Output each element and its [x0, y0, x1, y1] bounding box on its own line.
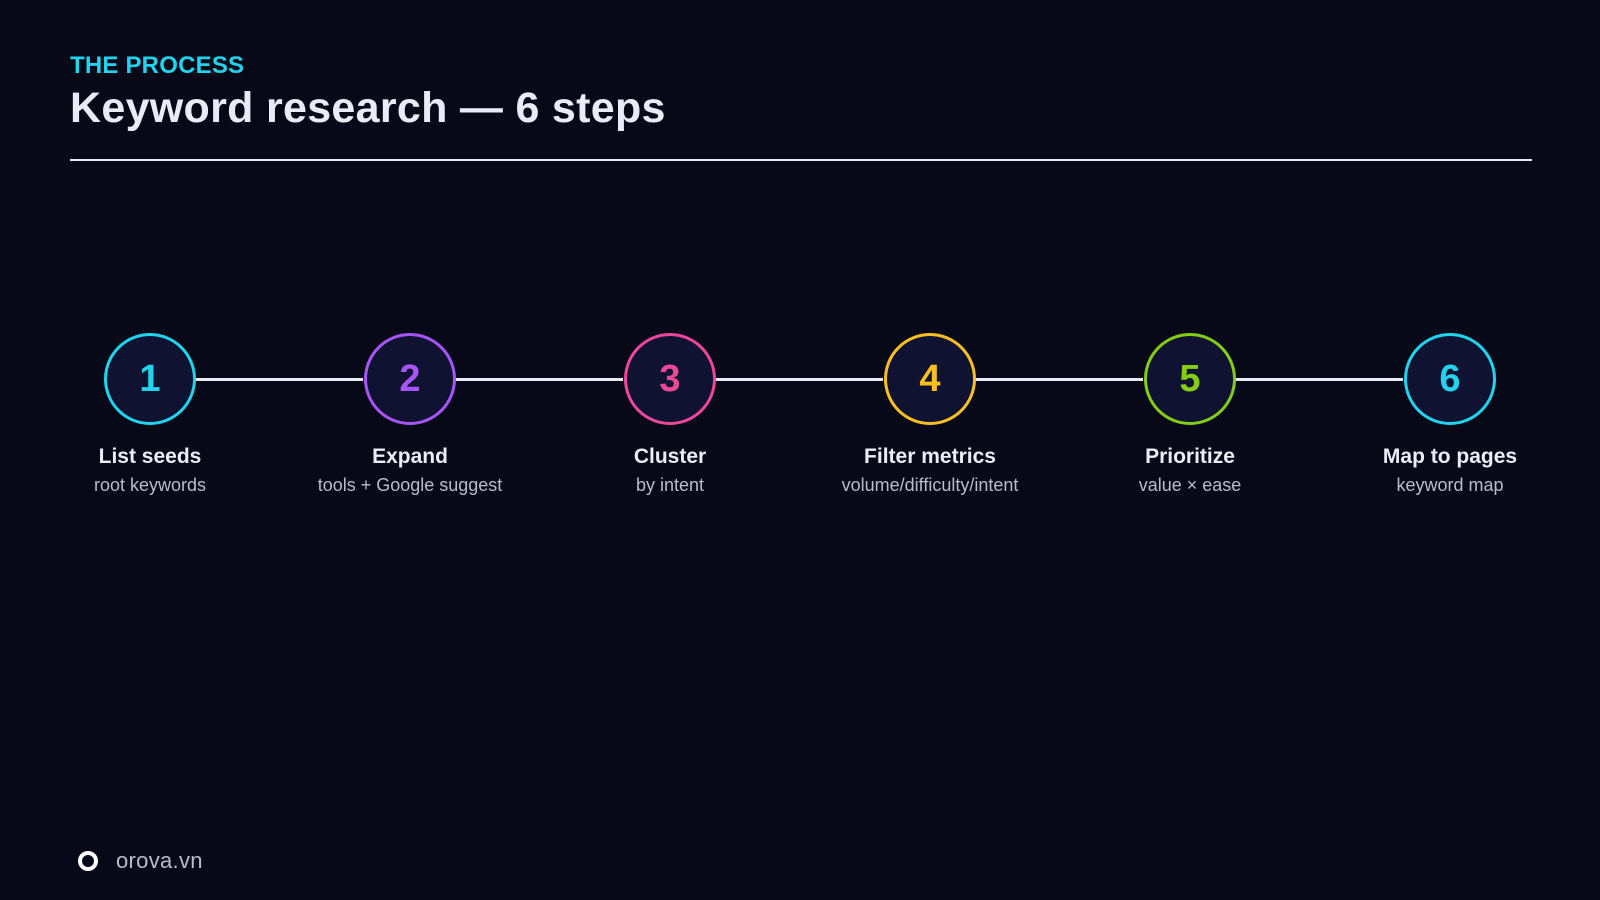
connector-3-4 [716, 378, 883, 381]
footer-brand: orova.vn [116, 848, 203, 873]
step-title: Filter metrics [864, 445, 996, 468]
step-number: 5 [1179, 358, 1201, 400]
step-number: 4 [919, 358, 941, 400]
section-eyebrow: THE PROCESS [70, 52, 245, 79]
step-subtitle: volume/difficulty/intent [841, 475, 1019, 495]
page-title: Keyword research — 6 steps [70, 84, 666, 132]
step-title: Prioritize [1145, 445, 1235, 468]
step-title: List seeds [98, 445, 202, 468]
step-1: 1 List seeds root keywords [30, 333, 270, 496]
step-3: 3 Cluster by intent [550, 333, 790, 496]
step-4: 4 Filter metrics volume/difficulty/inten… [810, 333, 1050, 496]
step-circle: 5 [1144, 333, 1236, 425]
step-circle: 4 [884, 333, 976, 425]
title-divider [70, 159, 1532, 161]
step-number: 1 [139, 358, 161, 400]
step-number: 2 [399, 358, 421, 400]
step-number: 3 [659, 358, 681, 400]
connector-2-3 [456, 378, 623, 381]
connector-5-6 [1236, 378, 1403, 381]
step-circle: 3 [624, 333, 716, 425]
step-title: Map to pages [1382, 445, 1518, 468]
step-subtitle: by intent [635, 475, 705, 495]
ring-logo-icon [78, 851, 98, 871]
connector-4-5 [976, 378, 1143, 381]
step-6: 6 Map to pages keyword map [1330, 333, 1570, 496]
step-subtitle: root keywords [93, 475, 207, 495]
step-subtitle: keyword map [1396, 475, 1504, 495]
step-2: 2 Expand tools + Google suggest [290, 333, 530, 496]
step-number: 6 [1439, 358, 1461, 400]
step-5: 5 Prioritize value × ease [1070, 333, 1310, 496]
step-subtitle: value × ease [1138, 475, 1242, 495]
step-circle: 6 [1404, 333, 1496, 425]
step-circle: 2 [364, 333, 456, 425]
step-title: Expand [372, 445, 448, 468]
step-subtitle: tools + Google suggest [317, 475, 503, 495]
connector-1-2 [196, 378, 363, 381]
step-circle: 1 [104, 333, 196, 425]
footer: orova.vn [78, 848, 203, 874]
step-title: Cluster [633, 445, 707, 468]
